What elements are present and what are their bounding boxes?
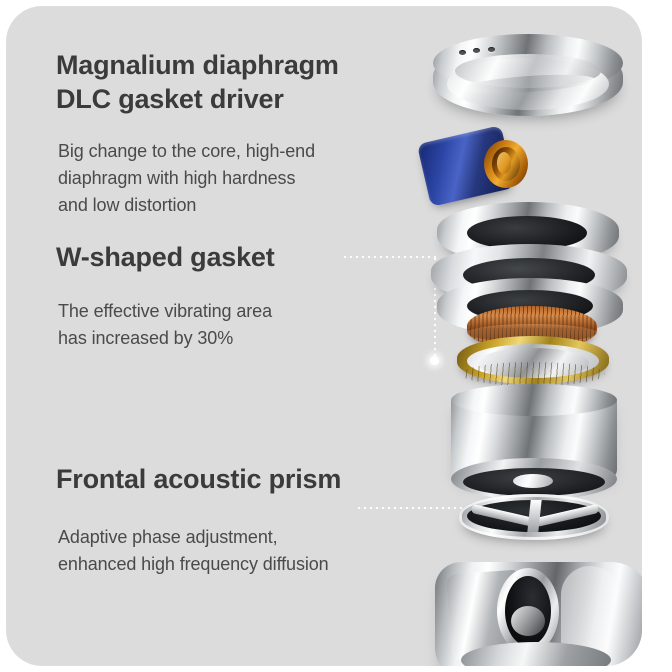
vent-hole-icon (459, 50, 466, 55)
feature-body-frontal-acoustic-prism: Adaptive phase adjustment, enhanced high… (58, 527, 329, 574)
product-feature-card: Magnalium diaphragm DLC gasket driver Bi… (6, 6, 642, 666)
leader-endpoint-dot-w-shaped-gasket (430, 356, 439, 365)
coil-fringe-detail (461, 362, 605, 386)
exploded-driver-illustration (401, 6, 642, 666)
feature-heading-w-shaped-gasket: W-shaped gasket (56, 242, 275, 272)
magnet-chamber-top-rim (451, 384, 617, 416)
leader-line-w-shaped-gasket-horizontal (342, 256, 436, 258)
nozzle-bore-reflection (511, 606, 545, 636)
feature-body-w-shaped-gasket: The effective vibrating area has increas… (58, 301, 272, 348)
feature-heading-magnalium-diaphragm: Magnalium diaphragm DLC gasket driver (56, 50, 339, 114)
vent-hole-icon (473, 48, 480, 53)
orange-ring-highlight (497, 152, 511, 174)
feature-heading-frontal-acoustic-prism: Frontal acoustic prism (56, 464, 342, 494)
magnet-chamber-center-boss (513, 474, 553, 488)
nozzle-shell-foot (461, 642, 611, 666)
leader-line-frontal-acoustic-prism (356, 507, 468, 509)
feature-body-magnalium-diaphragm: Big change to the core, high-end diaphra… (58, 141, 315, 215)
feature-text-column: Magnalium diaphragm DLC gasket driver Bi… (6, 6, 426, 666)
acoustic-prism-rim (459, 494, 609, 540)
leader-line-w-shaped-gasket-vertical (434, 256, 436, 360)
vent-hole-icon (488, 47, 495, 52)
